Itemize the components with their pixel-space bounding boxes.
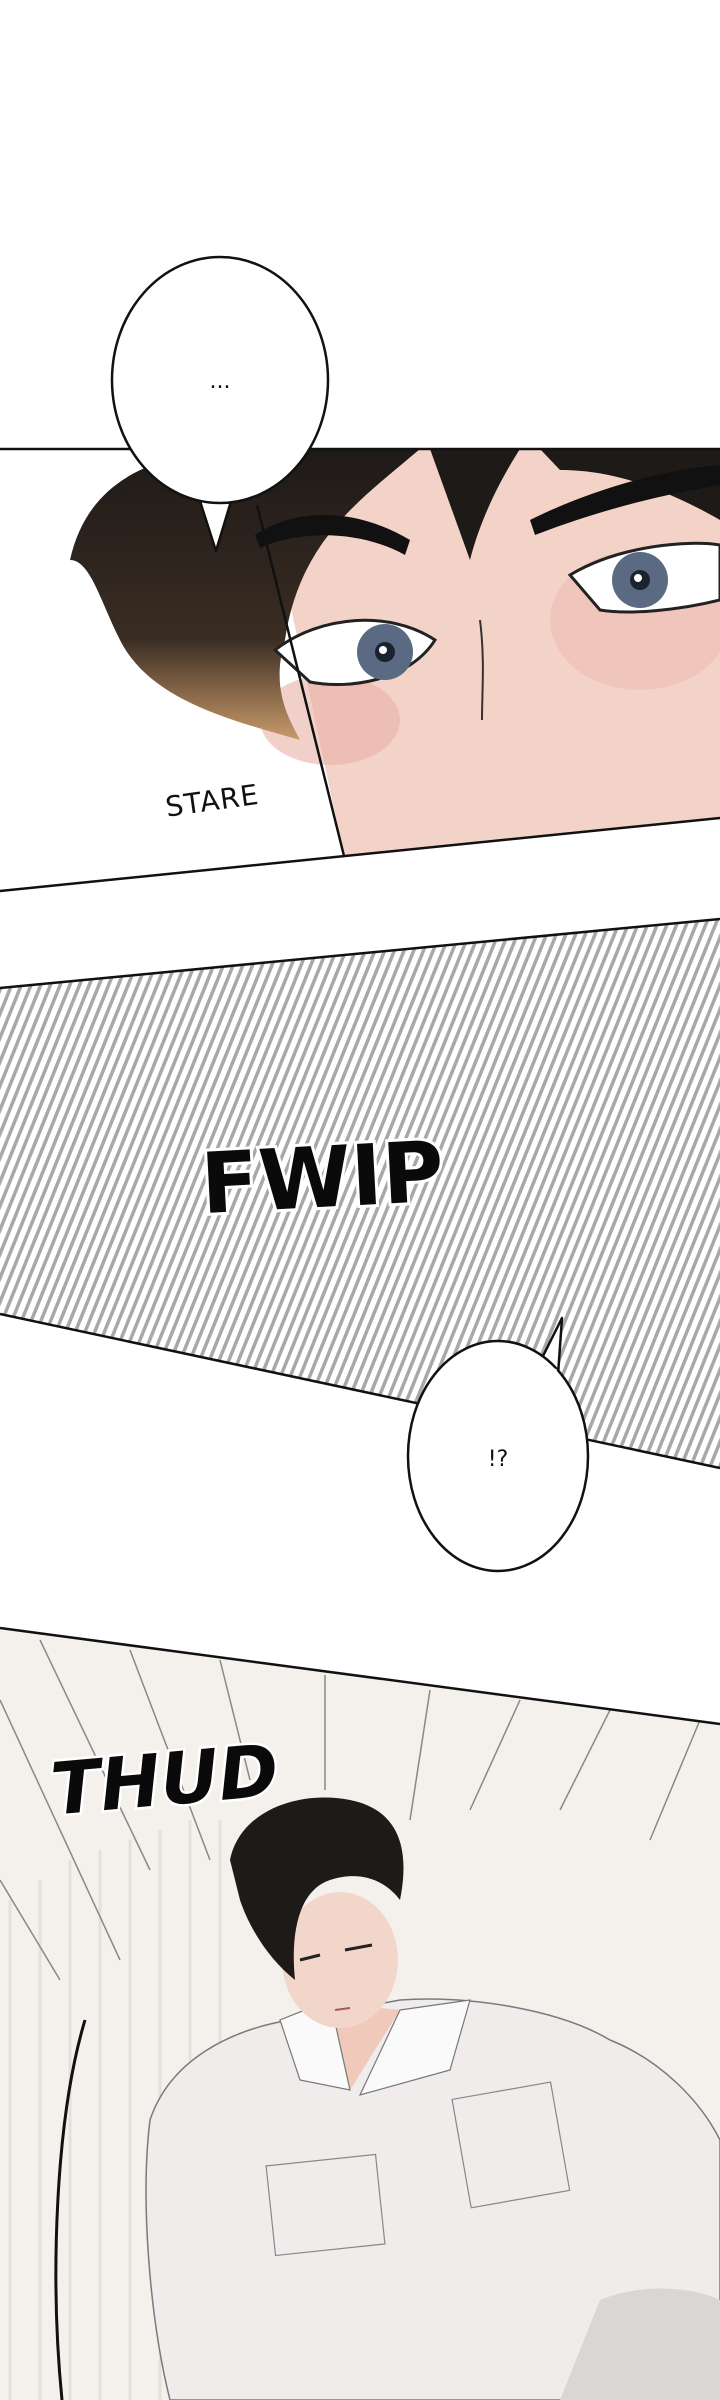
pocket-left: [265, 2153, 386, 2257]
pocket-right: [451, 2081, 571, 2209]
panel-stare: STARE ...: [0, 255, 720, 893]
nose-line: [479, 619, 484, 721]
bubble-text: ...: [210, 369, 231, 394]
sfx-thud: THUD: [48, 1728, 282, 1832]
head: [282, 1892, 398, 2028]
shirt: [145, 1998, 720, 2400]
impact-lines: [0, 1639, 701, 1981]
speech-bubble-ellipsis: ...: [110, 255, 330, 553]
blush: [260, 675, 400, 765]
sfx-fwip: FWIP: [199, 1123, 447, 1234]
trousers: [560, 2288, 720, 2400]
panel-thud: THUD: [0, 1626, 720, 2400]
eyebrow-left: [255, 514, 410, 555]
bubble-text: !?: [488, 1447, 509, 1472]
hair: [230, 1797, 404, 1980]
collar-right: [358, 1999, 471, 2096]
motion-arc: [54, 2019, 87, 2400]
panel-fwip: FWIP !?: [0, 917, 720, 1573]
speech-bubble-surprise: !?: [406, 1316, 590, 1573]
eyebrow-right: [530, 465, 720, 535]
face: [257, 449, 720, 860]
